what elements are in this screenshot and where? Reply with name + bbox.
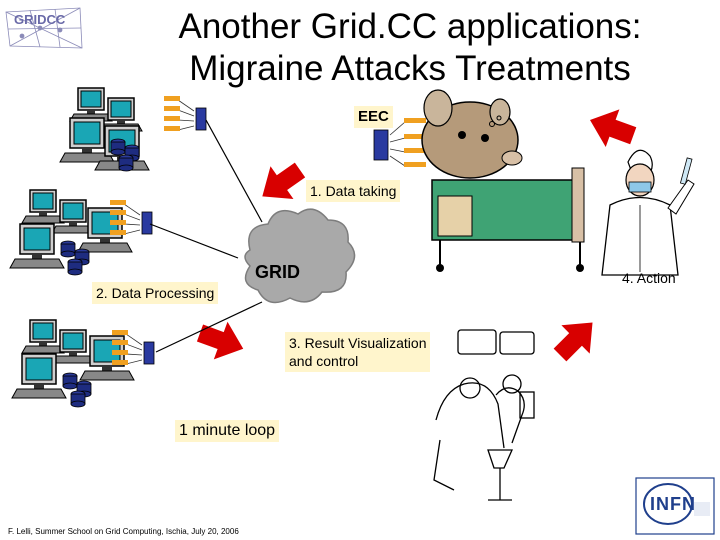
action-label: 4. Action bbox=[622, 270, 676, 286]
footer-credit: F. Lelli, Summer School on Grid Computin… bbox=[8, 527, 239, 536]
grid-label: GRID bbox=[255, 262, 300, 282]
connection-lines bbox=[149, 119, 263, 353]
grid-cloud bbox=[244, 208, 356, 304]
infn-logo bbox=[635, 477, 715, 535]
gridcc-logo-mesh bbox=[5, 7, 83, 49]
doctor-illustration bbox=[601, 149, 695, 276]
eec-label: EEC bbox=[354, 106, 393, 128]
eec-connector bbox=[373, 118, 426, 167]
title-line-2: Migraine Attacks Treatments bbox=[189, 49, 631, 88]
patient-illustration bbox=[421, 89, 585, 272]
slide-title: Another Grid.CC applications: Migraine A… bbox=[130, 6, 690, 90]
result-visualization-label: 3. Result Visualization and control bbox=[285, 332, 431, 372]
computer-cluster-middle bbox=[9, 189, 153, 276]
control-room-illustration bbox=[433, 329, 535, 501]
gridcc-logo: GRIDCC bbox=[14, 12, 66, 27]
computer-cluster-top bbox=[59, 87, 207, 172]
result-line-2: and control bbox=[289, 353, 359, 369]
infn-logo-text: INFN bbox=[650, 494, 696, 514]
data-taking-label: 1. Data taking bbox=[306, 180, 401, 202]
data-processing-label: 2. Data Processing bbox=[92, 282, 219, 304]
loop-label: 1 minute loop bbox=[175, 420, 280, 442]
computer-cluster-bottom bbox=[11, 319, 155, 408]
title-line-1: Another Grid.CC applications: bbox=[178, 7, 642, 46]
result-line-1: 3. Result Visualization bbox=[289, 335, 427, 351]
